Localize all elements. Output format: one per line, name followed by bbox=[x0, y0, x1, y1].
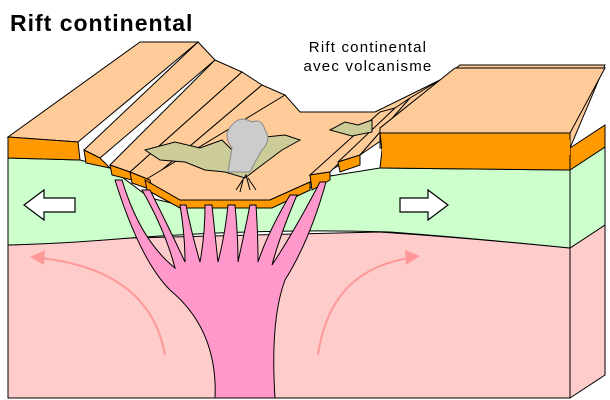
fault-block-6-front bbox=[337, 154, 361, 173]
volcanic-plume-icon bbox=[226, 118, 269, 193]
fault-block-5-front bbox=[309, 171, 331, 191]
lava-flow-right bbox=[328, 119, 373, 137]
diagram-title: Rift continental bbox=[10, 10, 194, 36]
right-crust-front-band bbox=[382, 140, 570, 155]
right-plateau-top-main bbox=[379, 67, 606, 134]
left-crust-front bbox=[7, 136, 81, 161]
arrow-right-icon bbox=[399, 188, 449, 222]
volcanism-annotation: Rift continental avec volcanisme bbox=[268, 38, 468, 76]
annotation-line-1: Rift continental bbox=[308, 39, 428, 56]
right-side-face bbox=[569, 124, 606, 399]
flow-arrowhead-left-icon bbox=[30, 250, 45, 265]
flow-arrow-left bbox=[39, 257, 166, 356]
arrow-left-icon bbox=[23, 188, 76, 222]
fault-block-1-front bbox=[83, 149, 112, 169]
annotation-line-2: avec volcanisme bbox=[303, 58, 433, 75]
flow-arrow-right bbox=[317, 257, 411, 356]
rift-floor-front bbox=[144, 179, 311, 209]
right-asthenosphere-side bbox=[569, 224, 606, 399]
flow-arrowhead-right-icon bbox=[405, 250, 420, 265]
magma-plume bbox=[114, 179, 327, 399]
